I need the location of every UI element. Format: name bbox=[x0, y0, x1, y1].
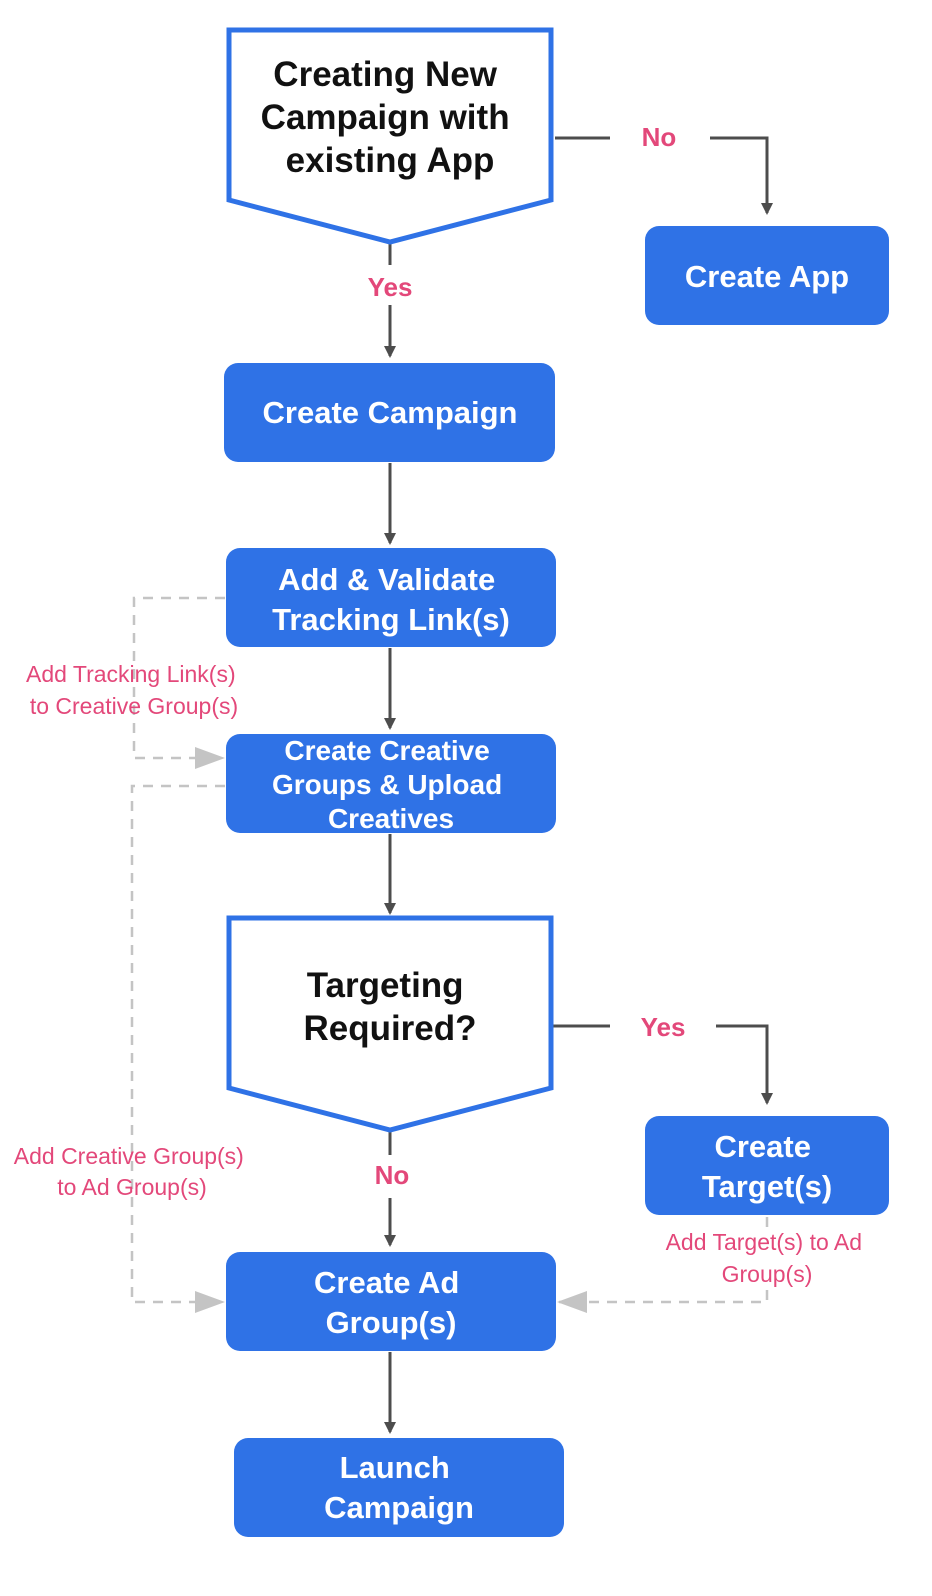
step-create-app[interactable]: Create App bbox=[645, 226, 889, 325]
step-create-targets[interactable]: Create Target(s) bbox=[645, 1116, 889, 1215]
note-creative-to-adgroup: Add Creative Group(s) to Ad Group(s) bbox=[14, 1143, 250, 1200]
step-launch-campaign[interactable]: Launch Campaign bbox=[234, 1438, 564, 1537]
step-ad-groups[interactable]: Create Ad Group(s) bbox=[226, 1252, 556, 1351]
dash-tracking-to-creative bbox=[132, 596, 225, 769]
decision-targeting-text: Targeting Required? bbox=[303, 966, 476, 1048]
edge-label-targeting-yes: Yes bbox=[641, 1012, 686, 1042]
arrow-targeting-yes-to-target bbox=[716, 1024, 773, 1105]
note-tracking-to-creative: Add Tracking Link(s) to Creative Group(s… bbox=[26, 661, 242, 719]
decision-targeting bbox=[226, 915, 554, 1133]
dashed-connectors bbox=[130, 596, 769, 1313]
step-ad-groups-text: Create Ad Group(s) bbox=[314, 1265, 468, 1340]
step-create-targets-text: Create Target(s) bbox=[702, 1129, 832, 1204]
step-launch-campaign-text: Launch Campaign bbox=[324, 1450, 474, 1525]
step-tracking-links-text: Add & Validate Tracking Link(s) bbox=[272, 562, 510, 637]
edge-label-targeting-no: No bbox=[375, 1160, 410, 1190]
step-creative-groups-text: Create Creative Groups & Upload Creative… bbox=[272, 735, 510, 834]
step-create-campaign-text: Create Campaign bbox=[263, 395, 518, 430]
flow-arrows bbox=[384, 136, 773, 1434]
decision-start bbox=[226, 27, 554, 245]
edge-label-start-no: No bbox=[642, 122, 677, 152]
step-creative-groups[interactable]: Create Creative Groups & Upload Creative… bbox=[226, 734, 556, 834]
step-create-app-text: Create App bbox=[685, 259, 849, 294]
decision-start-text: Creating New Campaign with existing App bbox=[261, 55, 520, 180]
edge-label-start-yes: Yes bbox=[368, 272, 413, 302]
step-create-campaign[interactable]: Create Campaign bbox=[224, 363, 555, 462]
arrow-start-no-to-create-app bbox=[710, 136, 773, 215]
dash-creative-to-adgroup bbox=[130, 784, 225, 1313]
step-tracking-links[interactable]: Add & Validate Tracking Link(s) bbox=[226, 548, 556, 647]
dash-target-to-adgroup-bottom bbox=[557, 1290, 769, 1313]
note-target-to-adgroup: Add Target(s) to Ad Group(s) bbox=[666, 1229, 869, 1287]
